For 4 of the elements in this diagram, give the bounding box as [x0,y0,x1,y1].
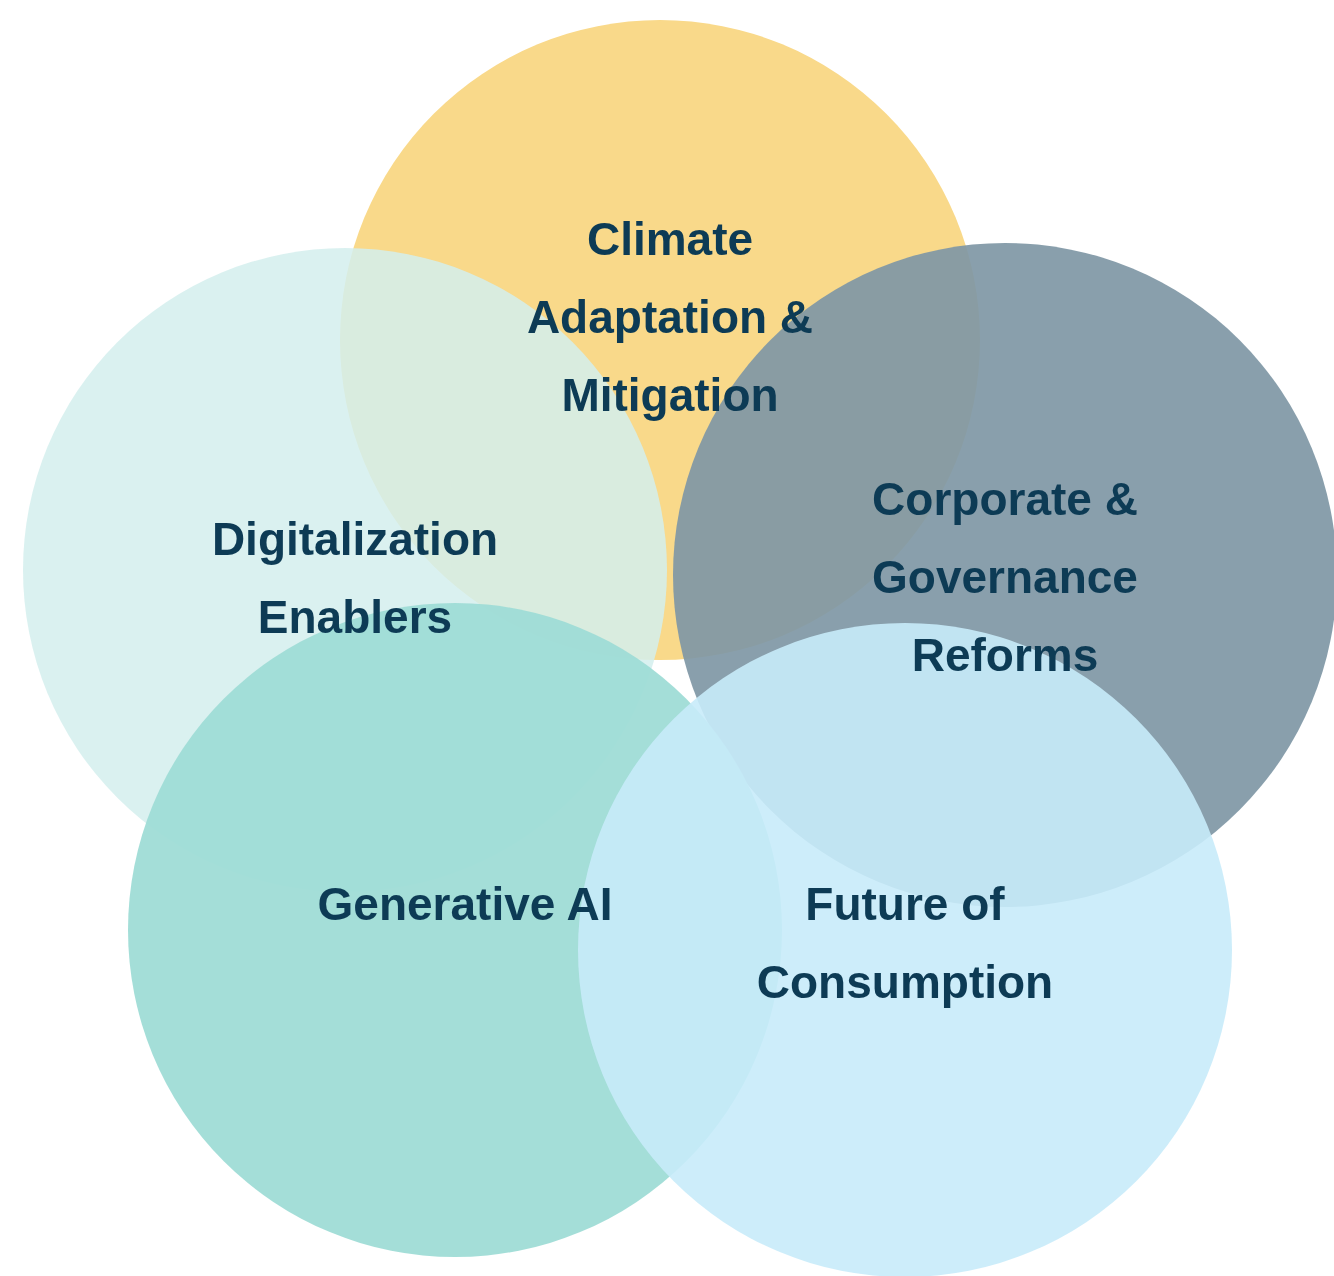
circle-label: Generative AI [316,877,614,932]
circle-label: Corporate & Governance Reforms [871,472,1139,683]
circle-label: Future of Consumption [755,877,1055,1010]
circle-label: Digitalization Enablers [210,512,500,645]
